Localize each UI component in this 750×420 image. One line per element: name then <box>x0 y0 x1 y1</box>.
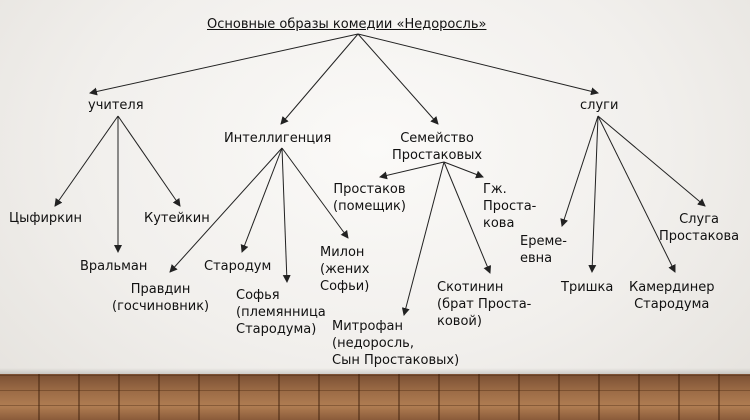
arrow-title-servants <box>357 33 599 96</box>
arrow-servants-sluga <box>597 115 706 207</box>
character-eremeevna: Ереме- евна <box>520 234 567 266</box>
group-servants: слуги <box>580 98 619 113</box>
arrow-servants-trishka <box>588 115 599 273</box>
arrow-servants-kamerdiner <box>597 115 676 273</box>
arrow-family-skotinin <box>443 161 492 274</box>
character-kuteikin: Кутейкин <box>144 211 210 226</box>
group-family: Семейство Простаковых <box>392 131 483 163</box>
arrow-teachers-kuteikin <box>117 115 181 207</box>
character-prostakov: Простаков (помещик) <box>333 182 406 214</box>
arrow-title-intelligentsia <box>280 33 359 125</box>
character-sofya: Софья (племянница Стародума) <box>236 288 326 337</box>
character-prostakova: Гж. Проста- кова <box>483 182 537 231</box>
arrow-family-prostakov <box>379 161 445 180</box>
arrow-intelligentsia-sofya <box>281 147 291 283</box>
arrow-intelligentsia-pravdin <box>169 147 283 273</box>
group-teachers: учителя <box>88 98 144 113</box>
arrow-servants-eremeevna <box>560 115 599 227</box>
character-sluga: Слуга Простакова <box>659 212 740 244</box>
wall-floor-shadow <box>0 368 750 376</box>
character-mitrofan: Митрофан (недоросль, Сын Простаковых) <box>332 319 460 368</box>
arrow-title-family <box>357 33 439 125</box>
group-intelligentsia: Интеллигенция <box>224 131 332 146</box>
character-starodum: Стародум <box>204 259 272 274</box>
arrow-family-mitrofan <box>401 161 445 316</box>
arrow-intelligentsia-milon <box>281 147 349 239</box>
diagram-title: Основные образы комедии «Недоросль» <box>207 17 487 32</box>
character-pravdin: Правдин (госчиновник) <box>112 282 210 314</box>
character-kamerdiner: Камердинер Стародума <box>629 280 715 312</box>
arrow-intelligentsia-starodum <box>240 147 283 253</box>
character-skotinin: Скотинин (брат Проста- ковой) <box>437 280 532 329</box>
character-trishka: Тришка <box>561 280 614 295</box>
arrow-teachers-tsyfirkin <box>54 115 119 207</box>
arrow-title-teachers <box>89 33 359 96</box>
wooden-floor <box>0 374 750 420</box>
arrow-family-prostakova <box>443 161 484 179</box>
character-tsyfirkin: Цыфиркин <box>9 211 82 226</box>
character-milon: Милон (жених Софьи) <box>320 245 370 294</box>
character-vralman: Вральман <box>80 259 148 274</box>
